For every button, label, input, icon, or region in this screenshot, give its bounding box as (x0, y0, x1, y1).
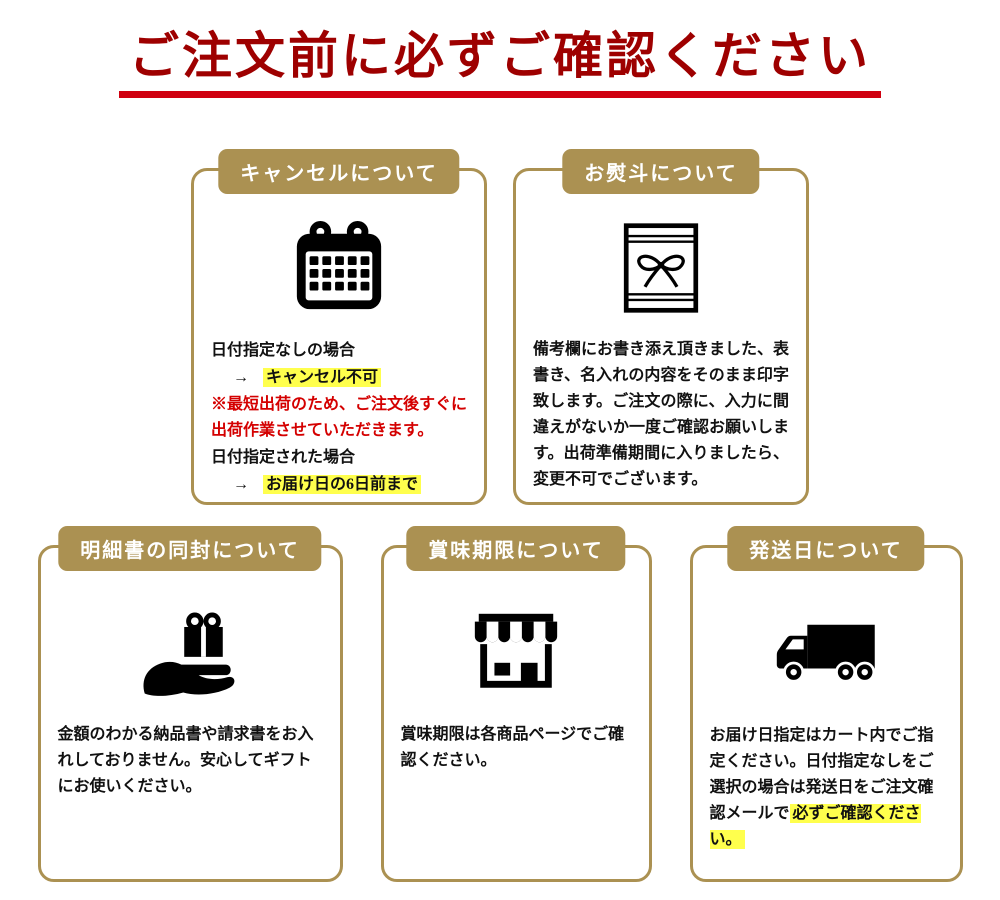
cancel-result-no-date: → キャンセル不可 (211, 365, 467, 391)
card-shipping: 発送日について お届け日指定はカート内でご指定ください。日付指定なしをご選択の場… (689, 526, 963, 882)
card-expiration-header: 賞味期限について (406, 526, 626, 571)
card-shipping-header: 発送日について (727, 526, 925, 571)
card-noshi: お熨斗について 備考欄にお書き添え頂きました、表書き、名入れの内容をそのまま印字… (513, 149, 809, 505)
noshi-gift-icon (516, 209, 806, 327)
calendar-icon (194, 209, 484, 327)
bottom-card-row: 明細書の同封について 金額のわかる納品書や請求書をお入れしておりません。安心して… (0, 526, 1000, 882)
storefront-icon (384, 594, 649, 712)
card-cancellation-text: 日付指定なしの場合 → キャンセル不可 ※最短出荷のため、ご注文後すぐに出荷作業さ… (194, 327, 484, 497)
page-title: ご注文前に必ずご確認ください (129, 28, 871, 84)
top-card-row: キャンセルについて 日付指定なしの場合 →キャンセル不可 ※最短 (0, 149, 1000, 505)
highlight-cancel-not-allowed: キャンセル不可 (263, 367, 382, 387)
card-noshi-header: お熨斗について (562, 149, 760, 194)
card-statement: 明細書の同封について 金額のわかる納品書や請求書をお入れしておりません。安心して… (37, 526, 343, 882)
card-shipping-text: お届け日指定はカート内でご指定ください。日付指定なしをご選択の場合は発送日をご注… (693, 712, 960, 853)
cancel-warning-note: ※最短出荷のため、ご注文後すぐに出荷作業させていただきます。 (211, 395, 468, 439)
cancel-case-with-date: 日付指定された場合 (211, 448, 356, 466)
card-cancellation-header: キャンセルについて (218, 149, 460, 194)
card-expiration: 賞味期限について 賞味期限は各商品ページでご確認ください。 (380, 526, 652, 882)
arrow-icon: → (233, 475, 249, 493)
card-cancellation: キャンセルについて 日付指定なしの場合 →キャンセル不可 ※最短 (191, 149, 487, 505)
delivery-truck-icon (693, 594, 960, 712)
card-statement-text: 金額のわかる納品書や請求書をお入れしておりません。安心してギフトにお使いください… (57, 726, 314, 795)
card-statement-header: 明細書の同封について (58, 526, 322, 571)
shipping-body: お届け日指定はカート内でご指定ください。日付指定なしをご選択の場合は発送日をご注… (709, 727, 934, 849)
cancel-case-no-date: 日付指定なしの場合 (211, 342, 356, 359)
page-header: ご注文前に必ずご確認ください (0, 0, 1000, 98)
card-expiration-text: 賞味期限は各商品ページでご確認ください。 (400, 726, 625, 769)
gift-in-hand-icon (41, 594, 340, 712)
arrow-icon: → (233, 368, 249, 386)
card-noshi-text: 備考欄にお書き添え頂きました、表書き、名入れの内容をそのまま印字致します。ご注文… (533, 341, 790, 488)
highlight-deadline: お届け日の6日前まで (263, 474, 422, 494)
cancel-result-with-date: → お届け日の6日前まで (211, 472, 467, 498)
title-underline (119, 91, 881, 98)
